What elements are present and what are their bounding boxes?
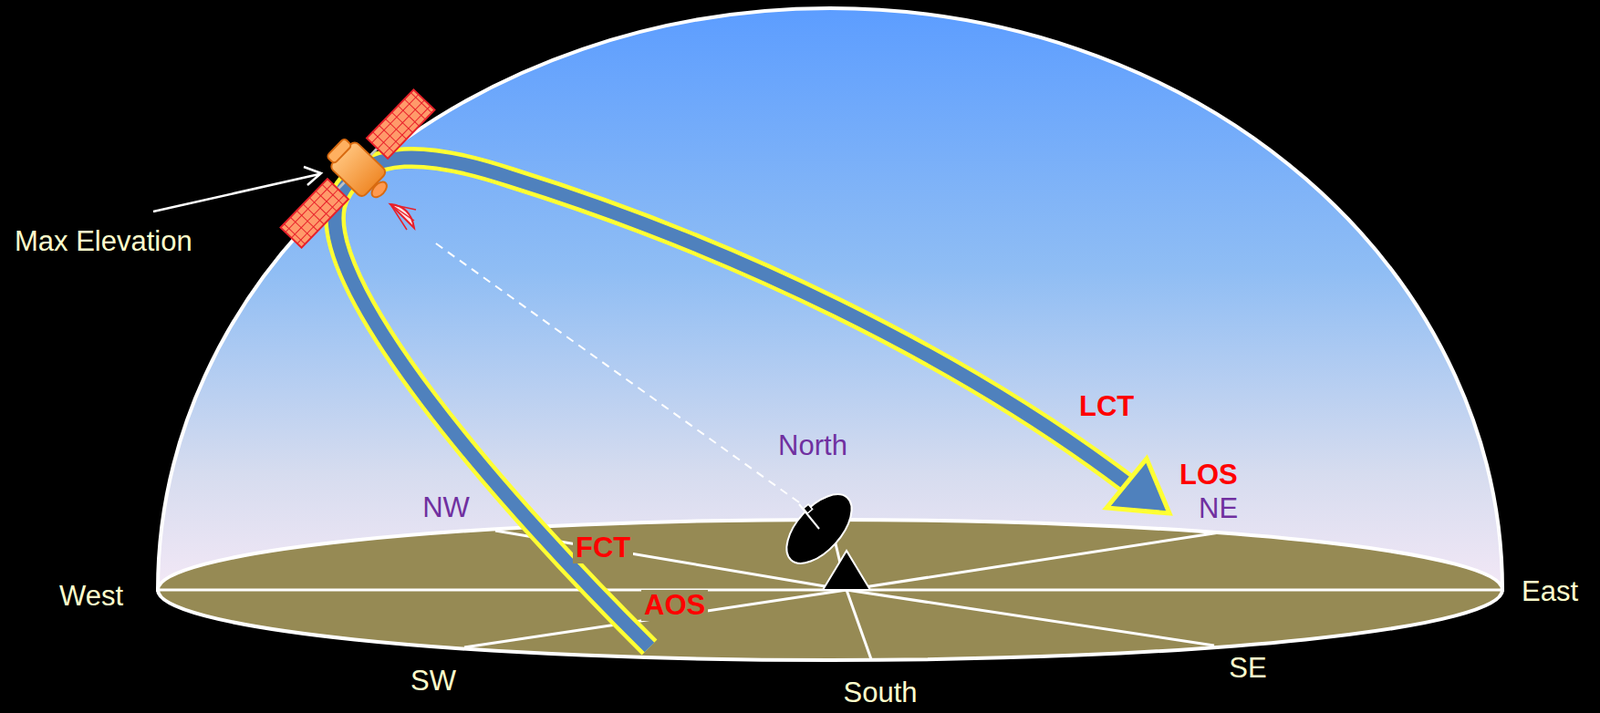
satellite: [269, 78, 450, 263]
arrowhead: [1106, 458, 1170, 514]
antenna-ribs: [390, 204, 416, 230]
antenna-feed: [799, 504, 820, 530]
antenna-feed-horn: [803, 504, 813, 514]
pass-track: [334, 157, 1127, 648]
ground-antenna: [774, 483, 871, 591]
event-label: AOS: [641, 590, 708, 622]
compass-label: NE: [1195, 493, 1241, 525]
antenna-dish: [774, 483, 863, 575]
compass-label: North: [775, 430, 851, 462]
northeast-line: [846, 532, 1220, 591]
satellite-antenna: [390, 204, 416, 230]
max-elevation-leader: [153, 166, 322, 212]
compass-label: SW: [407, 665, 459, 697]
event-label: FCT: [572, 532, 634, 564]
satellite-thruster: [368, 179, 390, 201]
solar-panel: [366, 89, 435, 158]
compass-label: SE: [1225, 653, 1269, 685]
satellite-top: [326, 137, 353, 164]
pass-track-outline: [334, 157, 1127, 648]
south-line: [846, 590, 872, 660]
event-label: LCT: [1076, 391, 1137, 423]
event-label: LOS: [1176, 459, 1241, 491]
solar-panel: [280, 178, 349, 248]
pass-arrow: [334, 157, 1170, 648]
compass-label: South: [840, 677, 920, 709]
compass-label: East: [1518, 576, 1581, 608]
callout-label: Max Elevation: [11, 226, 196, 258]
leader-arrowhead: [303, 166, 322, 186]
compass-label: West: [56, 581, 126, 613]
southeast-line: [846, 590, 1215, 646]
leader-line: [153, 174, 320, 212]
satellite-antenna-dish: [390, 204, 415, 229]
antenna-pedestal: [822, 550, 871, 591]
compass-label: NW: [419, 492, 473, 524]
